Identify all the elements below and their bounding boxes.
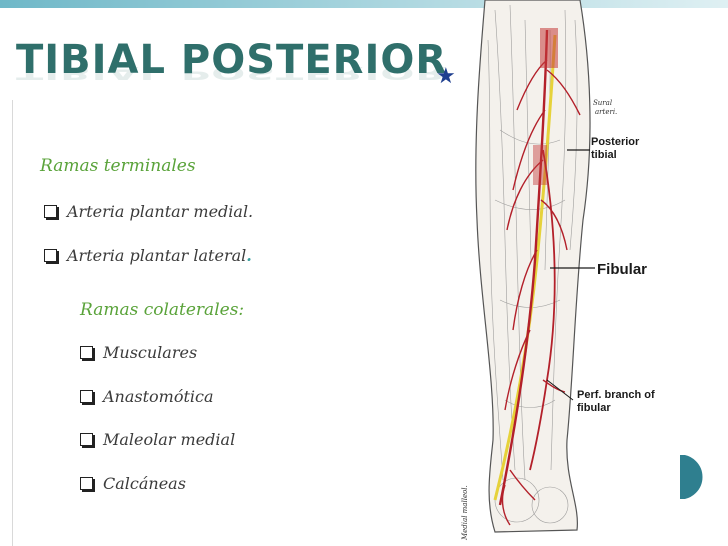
- star-icon: ★: [436, 64, 456, 89]
- page-title: TIBIAL POSTERIOR: [16, 37, 448, 83]
- collateral-branches-heading: Ramas colaterales:: [80, 300, 245, 320]
- posterior-tibial-artery: [498, 29, 549, 506]
- sural-label-2: arteri.: [595, 108, 617, 116]
- perf-branch-label: Perf. branch of: [577, 389, 655, 401]
- perforating-branch: [542, 379, 566, 393]
- list-item-label: Arteria plantar medial.: [67, 202, 254, 221]
- checkbox-bullet-icon: [80, 477, 93, 490]
- list-item: Anastomótica: [80, 387, 214, 406]
- fibular-label: Fibular: [597, 261, 647, 278]
- malleolus-label: Medial malleol.: [461, 485, 469, 541]
- leg-outline: [475, 0, 591, 533]
- list-item-label: Anastomótica: [103, 387, 214, 406]
- checkbox-bullet-icon: [80, 390, 93, 403]
- leg-anatomy-figure: Sural arteri. Posterior tibial Fibular P…: [461, 0, 655, 541]
- list-item-label: Musculares: [103, 343, 198, 362]
- top-band: [0, 0, 728, 8]
- half-circle-icon: [679, 455, 703, 499]
- posterior-tibial-label-2: tibial: [591, 149, 617, 161]
- checkbox-bullet-icon: [80, 433, 93, 446]
- checkbox-bullet-icon: [44, 249, 57, 262]
- list-item-label: Maleolar medial: [103, 430, 236, 449]
- sural-label: Sural: [593, 99, 612, 107]
- checkbox-bullet-icon: [44, 205, 57, 218]
- title-reflection: TIBIAL POSTERIOR: [16, 62, 448, 84]
- list-item: Calcáneas: [80, 474, 186, 493]
- list-item: Maleolar medial: [80, 430, 235, 449]
- list-item-label: Calcáneas: [103, 474, 186, 493]
- list-item: Musculares: [80, 343, 197, 362]
- terminal-branches-heading: Ramas terminales: [40, 156, 196, 176]
- trailing-dot: .: [246, 246, 252, 265]
- list-item-label: Arteria plantar lateral: [67, 246, 247, 265]
- perf-branch-label-2: fibular: [577, 402, 611, 414]
- posterior-tibial-label: Posterior: [591, 136, 640, 148]
- list-item: Arteria plantar medial.: [44, 202, 253, 221]
- fibular-artery: [529, 149, 556, 471]
- tibial-nerve: [493, 34, 557, 501]
- checkbox-bullet-icon: [80, 346, 93, 359]
- left-rule: [12, 100, 13, 546]
- list-item: Arteria plantar lateral.: [44, 246, 252, 265]
